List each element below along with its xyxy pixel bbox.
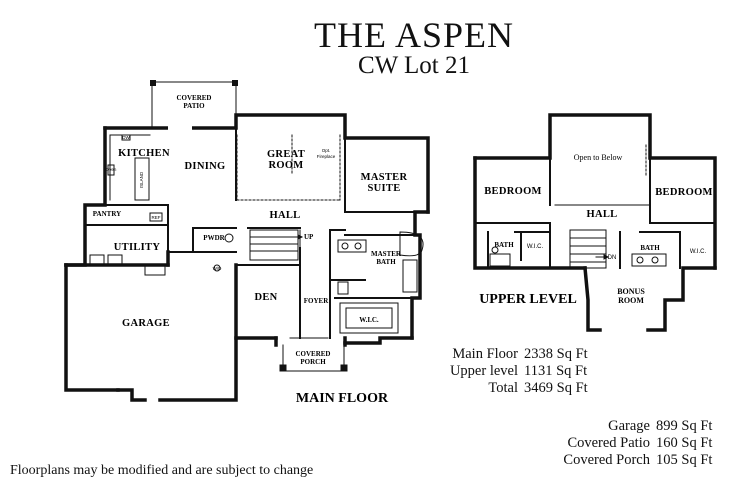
powder-room-label: PWDR — [203, 234, 225, 242]
master-suite-label-2: SUITE — [367, 183, 400, 194]
plan-subtitle: CW Lot 21 — [357, 52, 471, 79]
outdoor-area-row: Covered Patio 160 Sq Ft — [540, 435, 712, 452]
great-room-label-1: GREAT — [267, 149, 305, 160]
pantry-label: PANTRY — [93, 210, 121, 218]
hall-label: HALL — [270, 210, 301, 221]
foyer-label: FOYER — [304, 297, 329, 305]
area-value: 1131 Sq Ft — [524, 363, 588, 379]
wic-right-label: W.I.C. — [690, 249, 707, 255]
covered-porch-label-2: PORCH — [300, 358, 326, 366]
washer-dryer-label: W/D — [213, 266, 222, 271]
master-suite-label-1: MASTER — [361, 172, 408, 183]
upper-hall-label: HALL — [587, 209, 618, 220]
bonus-room-label-2: ROOM — [618, 296, 644, 305]
island-label: ISLAND — [139, 171, 144, 188]
plan-title: THE ASPEN — [313, 15, 515, 55]
oven-label: Oven — [106, 167, 117, 172]
main-floor-interior-walls — [84, 114, 416, 339]
wic-left-label: W.I.C. — [527, 244, 544, 250]
main-floor-label: MAIN FLOOR — [296, 391, 389, 406]
fireplace-label-1: Opt. — [322, 148, 331, 153]
garage-label: GARAGE — [122, 318, 170, 329]
floor-area-row: Total 3469 Sq Ft — [436, 380, 588, 397]
floor-area-row: Main Floor 2338 Sq Ft — [436, 346, 588, 363]
area-label: Covered Patio — [567, 435, 650, 451]
ref-label: REF — [152, 215, 161, 220]
wic-label: W.I.C. — [359, 316, 379, 324]
dishwasher-label: DW — [122, 135, 130, 140]
den-label: DEN — [254, 292, 277, 303]
area-value: 160 Sq Ft — [656, 435, 713, 451]
patio-post — [150, 80, 156, 86]
area-label: Main Floor — [452, 346, 518, 362]
area-value: 2338 Sq Ft — [524, 346, 588, 362]
bonus-room-label-1: BONUS — [617, 287, 645, 296]
master-bath-label-2: BATH — [376, 258, 396, 266]
disclaimer-note: Floorplans may be modified and are subje… — [10, 463, 314, 478]
outdoor-area-row: Garage 899 Sq Ft — [540, 418, 712, 435]
kitchen-label: KITCHEN — [118, 148, 170, 159]
stairs-up-label: UP — [304, 233, 314, 241]
floor-area-row: Upper level 1131 Sq Ft — [436, 363, 588, 380]
bath-left-label: BATH — [494, 241, 514, 249]
open-to-below-label: Open to Below — [574, 153, 623, 162]
upper-level-fixtures — [489, 144, 667, 331]
floor-area-summary: Main Floor 2338 Sq Ft Upper level 1131 S… — [436, 346, 588, 397]
area-label: Covered Porch — [563, 452, 650, 468]
bedroom-right-label: BEDROOM — [655, 187, 713, 198]
covered-porch-label-1: COVERED — [295, 350, 330, 358]
stairs-down-label: DN — [608, 255, 617, 261]
area-value: 3469 Sq Ft — [524, 380, 588, 396]
dining-label: DINING — [185, 161, 226, 172]
area-value: 899 Sq Ft — [656, 418, 713, 434]
outdoor-area-row: Covered Porch 105 Sq Ft — [540, 452, 712, 469]
master-bath-label-1: MASTER — [371, 250, 402, 258]
bath-right-label: BATH — [640, 244, 660, 252]
covered-patio-label-1: COVERED — [176, 94, 211, 102]
upper-level-interior-walls — [474, 157, 716, 269]
bedroom-left-label: BEDROOM — [484, 186, 542, 197]
great-room-label-2: ROOM — [268, 160, 303, 171]
main-floor-walls — [64, 113, 430, 402]
outdoor-area-summary: Garage 899 Sq Ft Covered Patio 160 Sq Ft… — [540, 418, 712, 469]
upper-level-label: UPPER LEVEL — [479, 292, 577, 307]
covered-patio-label-2: PATIO — [183, 102, 205, 110]
area-value: 105 Sq Ft — [656, 452, 713, 468]
area-label: Garage — [608, 418, 650, 434]
utility-label: UTILITY — [114, 242, 161, 253]
area-label: Upper level — [449, 363, 518, 379]
kitchen-fixtures — [89, 126, 424, 372]
fireplace-label-2: Fireplace — [317, 154, 336, 159]
patio-post — [232, 80, 238, 86]
area-label: Total — [488, 380, 518, 396]
